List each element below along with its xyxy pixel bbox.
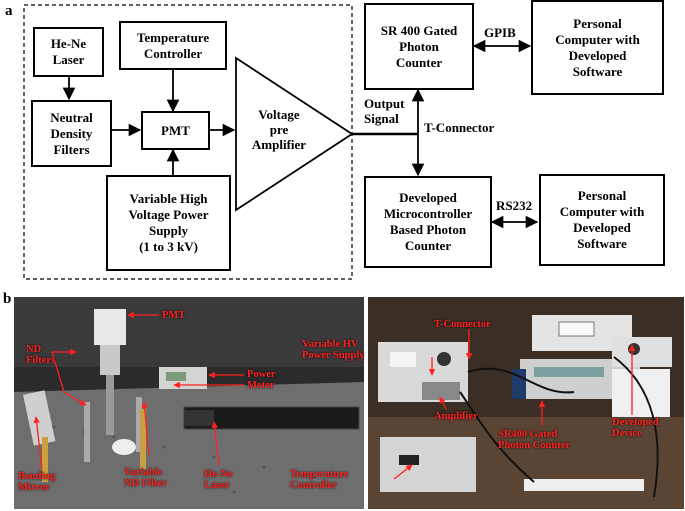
pc-bottom-block: Personal Computer with Developed Softwar… — [539, 174, 665, 266]
photo-label-power-meter: Power Meter — [247, 369, 276, 391]
photo-label-variable-nd-filter: Variable ND Filter — [124, 467, 167, 489]
photo-label-temperature-controller: Temperature Controller — [290, 469, 349, 491]
photo-label-sr400-counter: SR400 Gated Photon Counter — [498, 429, 571, 451]
photo-scene — [14, 297, 684, 509]
photo-label-developed-device: Developed Device — [612, 417, 659, 439]
variable-hv-supply-block: Variable High Voltage Power Supply (1 to… — [106, 175, 231, 271]
rs232-label: RS232 — [496, 198, 533, 213]
annotation-arrows — [33, 311, 636, 480]
photo-label-bending-mirror: Bending Mirror — [18, 471, 56, 493]
he-ne-laser-block: He-Ne Laser — [33, 27, 104, 77]
gpib-label: GPIB — [484, 25, 516, 40]
photo-label-nd-filters: ND Filters — [26, 344, 56, 366]
photo-label-variable-hv-supply: Variable HV Power Supply — [302, 339, 365, 361]
sr400-block: SR 400 Gated Photon Counter — [364, 3, 474, 90]
photo-label-t-connector: T-Connector — [434, 319, 491, 330]
microcontroller-counter-block: Developed Microcontroller Based Photon C… — [364, 176, 492, 268]
setup-photograph: PMT ND Filters Power Meter Bending Mirro… — [14, 297, 684, 509]
output-signal-label: Output Signal — [364, 96, 405, 126]
preamp-label: Voltage pre Amplifier — [251, 107, 307, 152]
pc-top-block: Personal Computer with Developed Softwar… — [531, 0, 664, 95]
photo-label-he-ne-laser: He-Ne Laser — [204, 469, 233, 491]
photo-label-pmt: PMT — [162, 310, 186, 321]
photo-label-amplifier: Amplifier — [434, 411, 478, 422]
panel-b-label: b — [3, 291, 12, 307]
block-diagram-connections — [23, 4, 539, 280]
t-connector-label: T-Connector — [424, 120, 495, 135]
temperature-controller-block: Temperature Controller — [119, 21, 227, 70]
dashed-enclosure — [23, 4, 353, 280]
preamp-triangle — [235, 56, 354, 212]
panel-a-label: a — [5, 3, 13, 19]
neutral-density-filters-block: Neutral Density Filters — [31, 100, 112, 167]
pmt-block: PMT — [141, 111, 210, 150]
